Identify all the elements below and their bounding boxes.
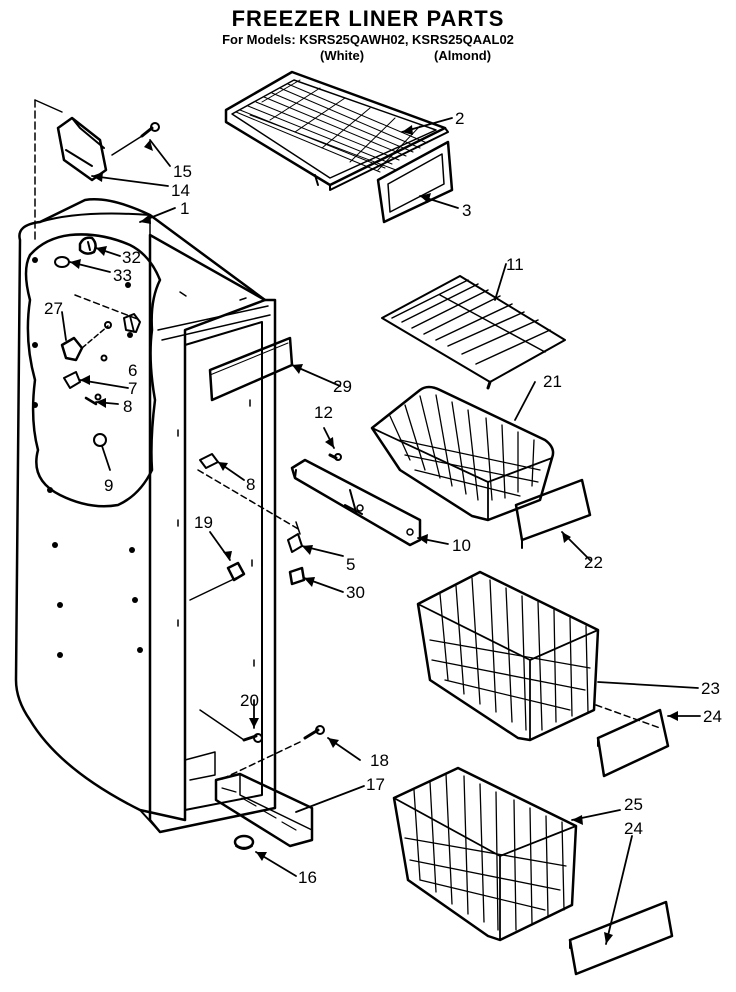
label-part-16: 16 <box>298 868 317 887</box>
part-16-cap <box>233 834 255 850</box>
label-part-10: 10 <box>452 536 471 555</box>
part-8-bracket-lower <box>199 453 219 469</box>
part-number-labels: 2 3 1 14 15 32 33 27 6 7 8 9 11 21 29 12… <box>44 109 722 887</box>
part-17-grille <box>214 772 314 848</box>
label-part-9: 9 <box>104 476 113 495</box>
label-part-24-upper: 24 <box>703 707 722 726</box>
label-part-11: 11 <box>506 255 524 274</box>
part-15-screw <box>111 122 160 156</box>
part-6-clip <box>123 313 141 333</box>
label-part-2: 2 <box>455 109 464 128</box>
variant-almond: (Almond) <box>434 48 492 63</box>
part-19-clip <box>226 561 246 582</box>
part-20-screw <box>242 733 263 743</box>
part-24-front-upper <box>596 708 670 778</box>
label-part-18: 18 <box>370 751 389 770</box>
part-25-basket <box>392 766 578 942</box>
label-part-21: 21 <box>543 372 562 391</box>
label-part-17: 17 <box>366 775 385 794</box>
label-part-8-lower: 8 <box>246 475 255 494</box>
label-part-20: 20 <box>240 691 259 710</box>
label-part-24-lower: 24 <box>624 819 643 838</box>
part-3-frame <box>376 140 454 224</box>
part-11-wire-shelf <box>381 275 566 390</box>
label-part-33: 33 <box>113 266 132 285</box>
part-32-fitting <box>78 236 97 255</box>
label-part-22: 22 <box>584 553 603 572</box>
label-part-15: 15 <box>173 162 192 181</box>
label-part-23: 23 <box>701 679 720 698</box>
label-part-32: 32 <box>122 248 141 267</box>
label-part-12: 12 <box>314 403 333 422</box>
part-14-bracket <box>56 116 108 182</box>
label-part-27: 27 <box>44 299 63 318</box>
arrowheads <box>70 125 678 944</box>
page-title: FREEZER LINER PARTS <box>231 6 505 31</box>
diagram-header: FREEZER LINER PARTS For Models: KSRS25QA… <box>0 6 736 48</box>
part-12-screw <box>328 453 342 461</box>
part-8-screw-upper <box>84 393 102 406</box>
part-2-top-shelf <box>224 70 449 191</box>
part-22-basket-front <box>514 478 592 549</box>
variant-white: (White) <box>320 48 365 63</box>
part-23-basket <box>416 570 600 742</box>
part-7-sensor <box>63 354 108 389</box>
label-part-29: 29 <box>333 377 352 396</box>
label-part-14: 14 <box>171 181 190 200</box>
model-numbers: For Models: KSRS25QAWH02, KSRS25QAAL02 <box>222 32 514 47</box>
freezer-liner <box>14 198 277 834</box>
label-part-3: 3 <box>462 201 471 220</box>
part-10-bracket <box>290 458 422 547</box>
label-part-19: 19 <box>194 513 213 532</box>
leader-lines <box>61 117 701 945</box>
part-18-screw <box>303 725 325 740</box>
label-part-8-upper: 8 <box>123 397 132 416</box>
label-part-1: 1 <box>180 199 189 218</box>
part-29-trim-strip <box>208 336 294 402</box>
label-part-25: 25 <box>624 795 643 814</box>
part-9-plug <box>93 433 107 447</box>
part-21-basket <box>370 385 555 522</box>
part-30-nut <box>288 566 306 586</box>
label-part-6: 6 <box>128 361 137 380</box>
part-33-clip <box>54 256 70 268</box>
part-27-thermostat <box>60 321 112 362</box>
label-part-7: 7 <box>128 379 137 398</box>
label-part-30: 30 <box>346 583 365 602</box>
label-part-5: 5 <box>346 555 355 574</box>
part-24-front-lower <box>568 900 674 976</box>
